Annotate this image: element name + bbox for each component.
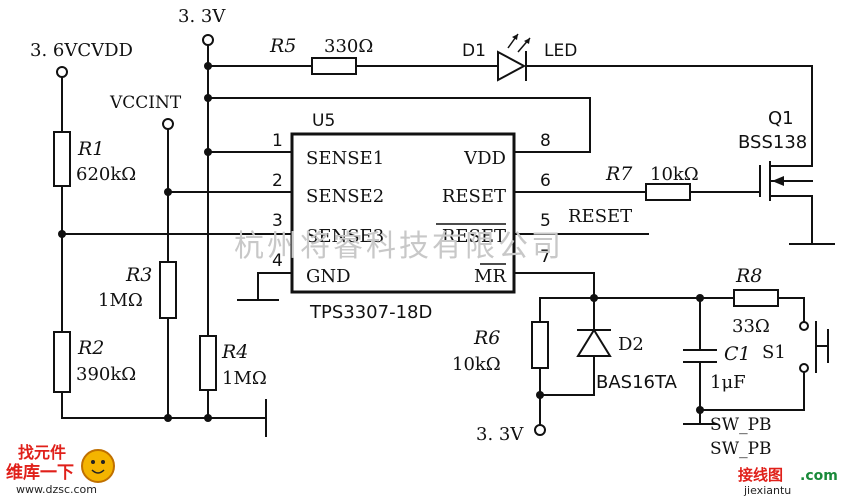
jiexiantu-logo: 接线图 .com jiexiantu xyxy=(738,466,838,496)
q1-value: BSS138 xyxy=(738,132,807,153)
d1-value: LED xyxy=(544,41,577,61)
pin-1-number: 1 xyxy=(272,131,283,151)
pin-8-number: 8 xyxy=(540,131,551,151)
ic-ref: U5 xyxy=(312,111,335,131)
pin-4-number: 4 xyxy=(272,251,283,271)
pin-3-number: 3 xyxy=(272,211,283,231)
terminal-vccint xyxy=(162,118,174,130)
logo-right-dot: .com xyxy=(800,468,838,484)
diode-d2 xyxy=(576,328,612,357)
r6-ref: R6 xyxy=(473,327,500,349)
s1-contact-bottom xyxy=(799,363,809,373)
pin-gnd-label: GND xyxy=(306,266,351,287)
resistor-r5 xyxy=(311,57,357,75)
c1-value: 1μF xyxy=(710,372,746,393)
d2-value: BAS16TA xyxy=(596,372,678,393)
resistor-r2 xyxy=(53,331,71,393)
dzsc-logo: 找元件 维库一下 www.dzsc.com xyxy=(6,443,115,496)
d2-ref: D2 xyxy=(618,334,644,355)
ic-part-number: TPS3307-18D xyxy=(309,302,432,323)
label-vccint: VCCINT xyxy=(109,93,182,113)
r4-value: 1MΩ xyxy=(222,368,267,389)
net-sw-pb-2: SW_PB xyxy=(710,439,772,459)
r1-ref: R1 xyxy=(77,138,104,160)
pin-5-number: 5 xyxy=(540,211,551,231)
r7-ref: R7 xyxy=(605,163,633,185)
component-labels: R1 620kΩ R2 390kΩ R3 1MΩ R4 1MΩ R5 330Ω … xyxy=(76,35,807,393)
resistors xyxy=(53,57,779,393)
d1-ref: D1 xyxy=(462,41,486,61)
r1-value: 620kΩ xyxy=(76,164,136,185)
r8-value: 33Ω xyxy=(732,316,770,337)
supply-labels: 3. 3V 3. 6VCVDD VCCINT 3. 3V xyxy=(30,6,524,445)
r8-ref: R8 xyxy=(735,265,762,287)
logo-mascot-icon xyxy=(81,449,115,483)
pushbutton-s1 xyxy=(815,321,829,373)
terminal-3v3-bottom xyxy=(534,424,546,436)
pin-reset-bar-label: RESET xyxy=(442,226,506,247)
label-3v3-bottom: 3. 3V xyxy=(476,424,524,445)
logo-left-mid: 维库一下 xyxy=(6,462,74,483)
r5-value: 330Ω xyxy=(324,36,373,57)
pin-vdd-label: VDD xyxy=(463,148,506,169)
ic-u5: U5 TPS3307-18D 1 2 3 4 SENSE1 SENSE2 SEN… xyxy=(272,111,551,323)
ic-body xyxy=(290,132,516,294)
logo-left-url: www.dzsc.com xyxy=(16,483,97,496)
r4-ref: R4 xyxy=(221,341,248,363)
r5-ref: R5 xyxy=(269,35,296,57)
label-3v6vcvdd: 3. 6VCVDD xyxy=(30,40,133,61)
r7-value: 10kΩ xyxy=(650,164,699,185)
junctions xyxy=(58,62,704,422)
pin-2-number: 2 xyxy=(272,171,283,191)
s1-ref: S1 xyxy=(762,342,786,363)
pin-sense2-label: SENSE2 xyxy=(306,186,384,207)
resistor-r4 xyxy=(199,335,217,391)
r6-value: 10kΩ xyxy=(452,354,501,375)
pin-sense1-label: SENSE1 xyxy=(306,148,384,169)
q1-ref: Q1 xyxy=(768,108,794,129)
resistor-r1 xyxy=(53,131,71,187)
resistor-r6 xyxy=(531,321,549,369)
r3-value: 1MΩ xyxy=(98,290,143,311)
terminal-3v6 xyxy=(56,66,68,78)
led-d1 xyxy=(497,33,531,82)
logo-left-top: 找元件 xyxy=(18,443,66,462)
resistor-r3 xyxy=(159,261,177,319)
net-reset-output: RESET xyxy=(568,206,632,227)
c1-ref: C1 xyxy=(724,343,751,365)
pin-mr-label: MR xyxy=(474,266,506,287)
net-sw-pb-1: SW_PB xyxy=(710,415,772,435)
logo-right-url: jiexiantu xyxy=(743,484,791,496)
logo-right-main: 接线图 xyxy=(738,466,783,484)
terminal-3v3-top xyxy=(202,34,214,46)
pin-7-number: 7 xyxy=(540,247,551,267)
net-labels: RESET SW_PB SW_PB xyxy=(568,206,772,459)
pin-6-number: 6 xyxy=(540,171,551,191)
r2-ref: R2 xyxy=(77,337,104,359)
capacitor-c1 xyxy=(683,349,717,363)
supply-terminals xyxy=(56,34,809,436)
resistor-r7 xyxy=(645,183,691,201)
pin-sense3-label: SENSE3 xyxy=(306,226,384,247)
mosfet-q1 xyxy=(759,161,813,201)
pin-reset-label: RESET xyxy=(442,186,506,207)
resistor-r8 xyxy=(733,289,779,307)
watermark-text: 杭州将睿科技有限公司 xyxy=(234,229,564,264)
s1-contact-top xyxy=(799,321,809,331)
label-3v3-top: 3. 3V xyxy=(178,6,226,27)
r2-value: 390kΩ xyxy=(76,364,136,385)
r3-ref: R3 xyxy=(125,264,152,286)
